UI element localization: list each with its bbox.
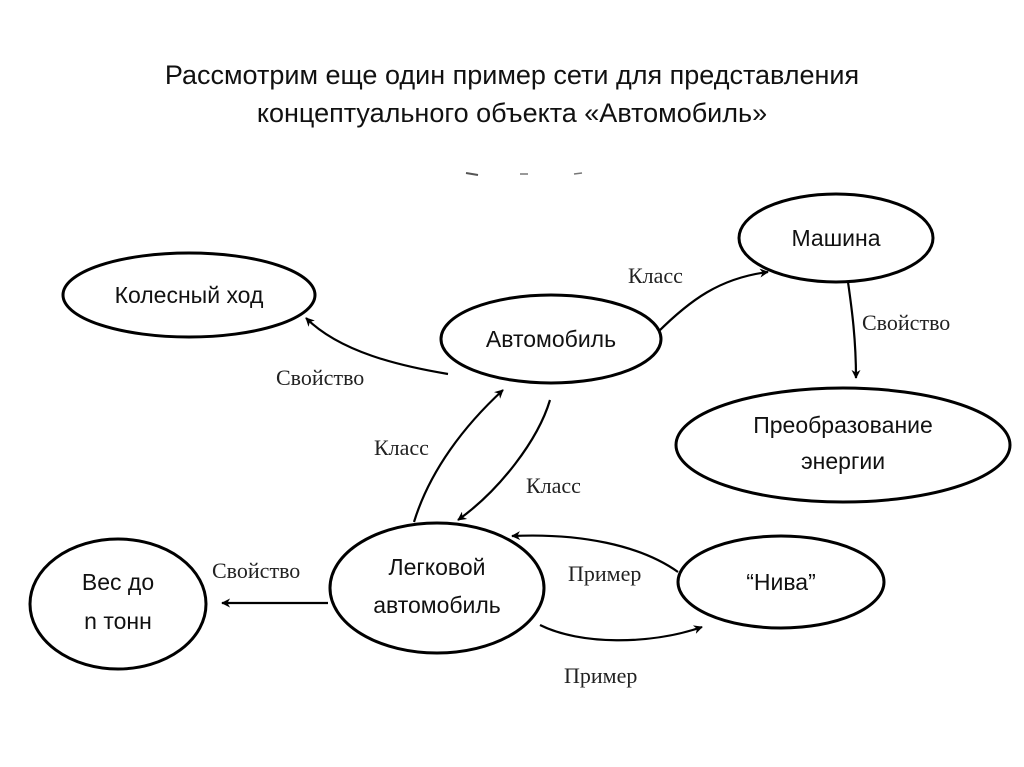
edge-legkovoy-ves: Свойство — [212, 558, 328, 608]
node-ves: Вес до n тонн — [28, 537, 208, 671]
node-label-ves-line2: n тонн — [84, 608, 152, 634]
node-label-ves-line1: Вес до — [82, 569, 154, 595]
node-label-niva: “Нива” — [746, 569, 816, 595]
edge-niva-legkovoy: Пример — [511, 531, 679, 586]
edge-label-klass-2: Класс — [374, 435, 429, 460]
node-label-mashina: Машина — [791, 225, 880, 251]
node-label-legkovoy-line2: автомобиль — [373, 592, 501, 618]
node-legkovoy: Легковой автомобиль — [328, 521, 546, 655]
node-niva: “Нива” — [676, 534, 886, 630]
edge-mashina-preobr: Свойство — [846, 281, 950, 379]
node-avtomobil: Автомобиль — [439, 293, 663, 385]
node-label-preobr-line1: Преобразование — [753, 412, 933, 438]
title-line-2: концептуального объекта «Автомобиль» — [256, 98, 768, 128]
node-label-avtomobil: Автомобиль — [486, 326, 616, 352]
edge-label-svoystvo-2: Свойство — [862, 310, 950, 335]
edge-legkovoy-avtomobil: Класс — [374, 389, 504, 523]
edge-label-klass-3: Класс — [526, 473, 581, 498]
edge-label-klass-1: Класс — [628, 263, 683, 288]
node-kolesny-hod: Колесный ход — [61, 251, 317, 339]
edge-label-primer-2: Пример — [564, 663, 637, 688]
edge-label-svoystvo-1: Свойство — [276, 365, 364, 390]
edge-label-primer-1: Пример — [568, 561, 641, 586]
node-mashina: Машина — [737, 192, 935, 284]
edge-avtomobil-kolesny: Свойство — [276, 317, 449, 390]
edge-label-svoystvo-3: Свойство — [212, 558, 300, 583]
node-label-kolesny: Колесный ход — [115, 282, 264, 308]
node-label-preobr-line2: энергии — [801, 448, 885, 474]
node-preobrazovanie: Преобразование энергии — [674, 386, 1012, 504]
edge-avtomobil-mashina: Класс — [628, 263, 769, 334]
edge-legkovoy-niva: Пример — [539, 624, 703, 688]
scan-artifact — [465, 172, 583, 176]
page-title: Рассмотрим еще один пример сети для пред… — [0, 56, 1024, 132]
node-label-legkovoy-line1: Легковой — [389, 554, 486, 580]
edge-avtomobil-legkovoy: Класс — [457, 399, 581, 521]
title-line-1: Рассмотрим еще один пример сети для пред… — [164, 60, 860, 90]
